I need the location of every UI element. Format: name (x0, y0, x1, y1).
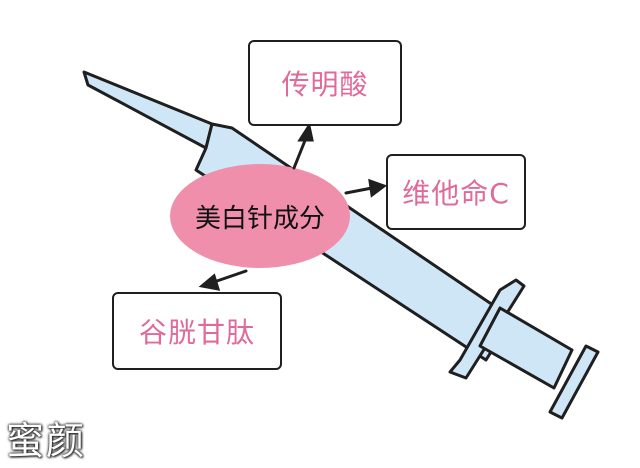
label-glutathione-text: 谷胱甘肽 (138, 316, 255, 349)
arrowhead-vitamin-c (368, 178, 388, 198)
syringe-needle (82, 70, 214, 150)
label-hyaluronic-acid: 传明酸 (248, 40, 402, 126)
syringe-plunger-cap (548, 344, 600, 420)
syringe-flange (448, 278, 526, 380)
arrow-to-glutathione (212, 269, 248, 284)
label-hyaluronic-acid-text: 传明酸 (281, 68, 369, 101)
arrow-to-vitamin-c (344, 186, 374, 195)
watermark: 蜜颜 (6, 419, 87, 463)
label-glutathione: 谷胱甘肽 (112, 292, 282, 370)
arrowhead-glutathione (198, 273, 221, 291)
label-vitamin-c-text: 维他命C (402, 177, 510, 210)
arrow-to-hyaluronic (292, 136, 308, 170)
syringe-plunger (478, 306, 574, 390)
arrowhead-hyaluronic (297, 122, 314, 142)
label-vitamin-c: 维他命C (386, 154, 526, 230)
center-label: 美白针成分 (194, 203, 325, 234)
center-ellipse (170, 164, 350, 268)
